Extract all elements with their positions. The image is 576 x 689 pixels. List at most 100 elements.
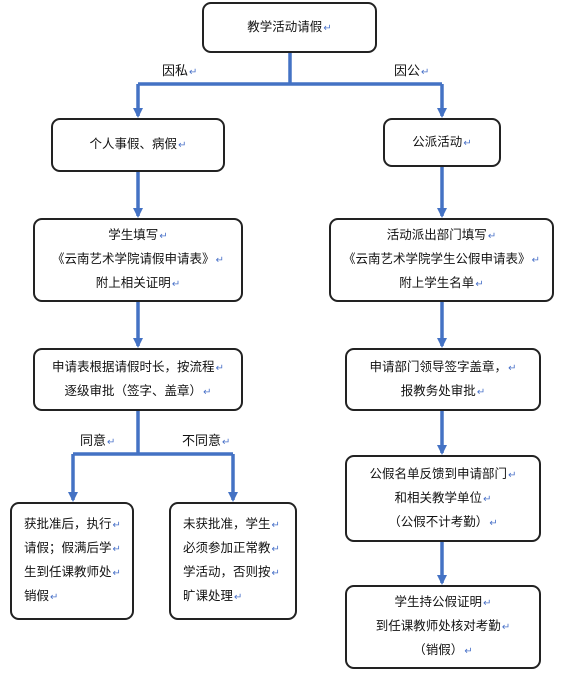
paragraph-mark: ↵ xyxy=(483,598,492,609)
node-text-line: 申请部门领导签字盖章，↵ xyxy=(370,356,517,380)
paragraph-mark: ↵ xyxy=(112,544,121,555)
node-text: 教学活动请假 xyxy=(247,18,323,34)
node-text: 学生持公假证明 xyxy=(394,594,483,609)
node-text: 附上相关证明 xyxy=(95,275,171,290)
node-text-line: 附上学生名单↵ xyxy=(399,272,483,296)
node-text-line: 学生填写↵ xyxy=(108,224,167,248)
node-text: （公假不计考勤） xyxy=(388,513,489,529)
node-text-line: （销假）↵ xyxy=(413,639,472,663)
node-text-line: 必须参加正常教↵ xyxy=(183,537,280,561)
paragraph-mark: ↵ xyxy=(483,493,492,505)
label-agree: 同意↵ xyxy=(80,430,115,449)
node-text: 未获批准，学生 xyxy=(183,516,271,531)
node-text: 获批准后，执行 xyxy=(24,516,112,531)
node-text-line: 请假；假满后学↵ xyxy=(24,537,121,561)
paragraph-mark: ↵ xyxy=(531,255,540,266)
node-dept-fill: 活动派出部门填写↵《云南艺术学院学生公假申请表》↵附上学生名单↵ xyxy=(329,218,554,302)
paragraph-mark: ↵ xyxy=(475,279,484,290)
node-approved: 获批准后，执行↵请假；假满后学↵生到任课教师处↵销假↵ xyxy=(10,502,134,620)
paragraph-mark: ↵ xyxy=(222,437,231,448)
node-public-activity: 公派活动↵ xyxy=(383,118,501,167)
label-agree-text: 同意 xyxy=(80,434,107,449)
node-text: 《云南艺术学院请假申请表》 xyxy=(52,251,215,266)
node-text: （销假） xyxy=(413,642,464,657)
node-text: 公派活动 xyxy=(412,133,463,149)
node-text-line: 申请表根据请假时长，按流程↵ xyxy=(52,356,224,380)
node-text: 必须参加正常教 xyxy=(183,540,271,555)
node-root: 教学活动请假↵ xyxy=(202,2,377,53)
node-text-line: 生到任课教师处↵ xyxy=(24,561,121,585)
node-text-line: （公假不计考勤）↵ xyxy=(388,511,497,535)
node-text-line: 公派活动↵ xyxy=(412,131,471,155)
node-text-line: 活动派出部门填写↵ xyxy=(387,224,496,248)
paragraph-mark: ↵ xyxy=(112,568,121,579)
paragraph-mark: ↵ xyxy=(464,646,473,657)
paragraph-mark: ↵ xyxy=(189,67,198,78)
label-public-branch: 因公↵ xyxy=(394,60,429,79)
paragraph-mark: ↵ xyxy=(323,22,332,34)
node-feedback: 公假名单反馈到申请部门↵和相关教学单位↵（公假不计考勤）↵ xyxy=(345,455,541,542)
paragraph-mark: ↵ xyxy=(171,279,181,290)
node-text-line: 教学活动请假↵ xyxy=(247,16,331,40)
node-text-line: 《云南艺术学院学生公假申请表》↵ xyxy=(343,248,540,272)
node-text: 旷课处理 xyxy=(183,588,234,603)
node-text-line: 旷课处理↵ xyxy=(183,585,242,609)
node-student-fill: 学生填写↵《云南艺术学院请假申请表》↵附上相关证明↵ xyxy=(33,218,243,302)
paragraph-mark: ↵ xyxy=(463,137,472,149)
label-public-branch-text: 因公 xyxy=(394,64,421,79)
node-text: 报教务处审批 xyxy=(400,382,476,398)
node-text-line: 附上相关证明↵ xyxy=(96,272,180,296)
paragraph-mark: ↵ xyxy=(234,592,243,603)
paragraph-mark: ↵ xyxy=(508,469,517,481)
label-disagree-text: 不同意 xyxy=(182,434,222,449)
node-cancel: 学生持公假证明↵到任课教师处核对考勤↵（销假）↵ xyxy=(345,585,541,669)
node-text: 销假 xyxy=(24,588,50,603)
node-text-line: 个人事假、病假↵ xyxy=(90,133,187,157)
node-text: 活动派出部门填写 xyxy=(386,227,487,242)
paragraph-mark: ↵ xyxy=(271,520,280,531)
node-text: 个人事假、病假 xyxy=(89,136,178,151)
paragraph-mark: ↵ xyxy=(112,520,121,531)
node-text-line: 报教务处审批↵ xyxy=(401,380,485,404)
node-text-line: 到任课教师处核对考勤↵ xyxy=(376,615,510,639)
label-private-branch: 因私↵ xyxy=(162,60,197,79)
paragraph-mark: ↵ xyxy=(508,362,517,374)
node-text: 附上学生名单 xyxy=(399,275,475,290)
paragraph-mark: ↵ xyxy=(215,362,224,374)
paragraph-mark: ↵ xyxy=(271,568,280,579)
paragraph-mark: ↵ xyxy=(215,255,224,266)
node-text-line: 《云南艺术学院请假申请表》↵ xyxy=(52,248,224,272)
node-text: 学活动，否则按 xyxy=(183,564,271,579)
node-text-line: 获批准后，执行↵ xyxy=(24,513,121,537)
node-text: 和相关教学单位 xyxy=(394,489,483,505)
paragraph-mark: ↵ xyxy=(489,517,498,529)
node-text: 《云南艺术学院学生公假申请表》 xyxy=(343,251,531,266)
paragraph-mark: ↵ xyxy=(159,231,168,242)
node-leader-sign: 申请部门领导签字盖章，↵报教务处审批↵ xyxy=(345,348,541,411)
label-disagree: 不同意↵ xyxy=(182,430,230,449)
node-text-line: 学活动，否则按↵ xyxy=(183,561,280,585)
node-text-line: 公假名单反馈到申请部门↵ xyxy=(370,463,517,487)
node-not-approved: 未获批准，学生↵必须参加正常教↵学活动，否则按↵旷课处理↵ xyxy=(169,502,297,620)
node-text: 生到任课教师处 xyxy=(24,564,112,579)
node-approval: 申请表根据请假时长，按流程↵逐级审批（签字、盖章）↵ xyxy=(33,348,243,411)
node-text: 请假；假满后学 xyxy=(24,540,112,555)
node-text-line: 未获批准，学生↵ xyxy=(183,513,280,537)
label-private-branch-text: 因私 xyxy=(162,64,189,79)
node-text-line: 学生持公假证明↵ xyxy=(395,591,492,615)
node-text-line: 逐级审批（签字、盖章）↵ xyxy=(65,380,212,404)
paragraph-mark: ↵ xyxy=(107,437,116,448)
paragraph-mark: ↵ xyxy=(501,622,511,633)
node-text: 申请表根据请假时长，按流程 xyxy=(52,358,215,374)
paragraph-mark: ↵ xyxy=(487,231,497,242)
paragraph-mark: ↵ xyxy=(421,67,430,78)
node-text: 申请部门领导签字盖章， xyxy=(369,358,508,374)
node-text-line: 和相关教学单位↵ xyxy=(395,487,492,511)
node-text-line: 销假↵ xyxy=(24,585,58,609)
node-text: 公假名单反馈到申请部门 xyxy=(369,465,508,481)
paragraph-mark: ↵ xyxy=(50,592,59,603)
paragraph-mark: ↵ xyxy=(178,140,187,151)
paragraph-mark: ↵ xyxy=(271,544,280,555)
node-text: 学生填写 xyxy=(108,227,159,242)
